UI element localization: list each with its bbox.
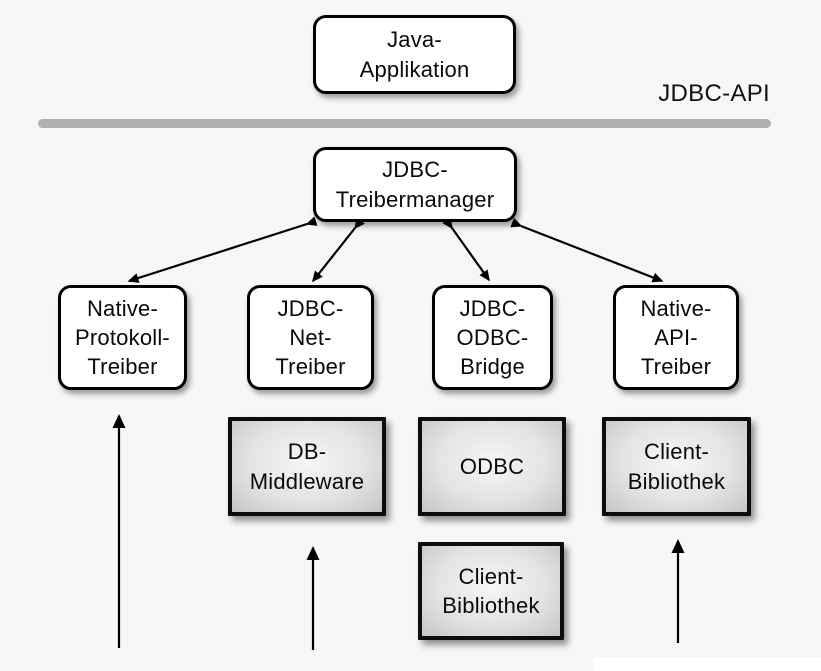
node-java-application: Java- Applikation xyxy=(313,15,516,94)
partial-box-bottom-right xyxy=(593,657,821,671)
node-jdbc-net-treiber: JDBC- Net- Treiber xyxy=(247,285,374,390)
arrow-treibermanager-jdbc-net xyxy=(312,217,365,283)
jdbc-api-divider-line xyxy=(38,119,771,128)
arrow-treibermanager-jdbc-odbc xyxy=(442,217,490,282)
node-db-middleware: DB- Middleware xyxy=(228,417,386,516)
node-native-protokoll-treiber: Native- Protokoll- Treiber xyxy=(58,285,187,390)
jdbc-api-label: JDBC-API xyxy=(658,80,770,107)
arrow-treibermanager-native-api xyxy=(510,217,664,283)
node-client-bibliothek-right: Client- Bibliothek xyxy=(602,417,751,516)
arrow-treibermanager-native-protokoll xyxy=(127,216,318,283)
node-jdbc-odbc-bridge: JDBC- ODBC- Bridge xyxy=(432,285,553,390)
node-jdbc-treibermanager: JDBC- Treibermanager xyxy=(313,147,517,222)
node-odbc: ODBC xyxy=(418,417,566,516)
node-native-api-treiber: Native- API- Treiber xyxy=(613,285,739,390)
node-client-bibliothek-center: Client- Bibliothek xyxy=(418,542,564,640)
